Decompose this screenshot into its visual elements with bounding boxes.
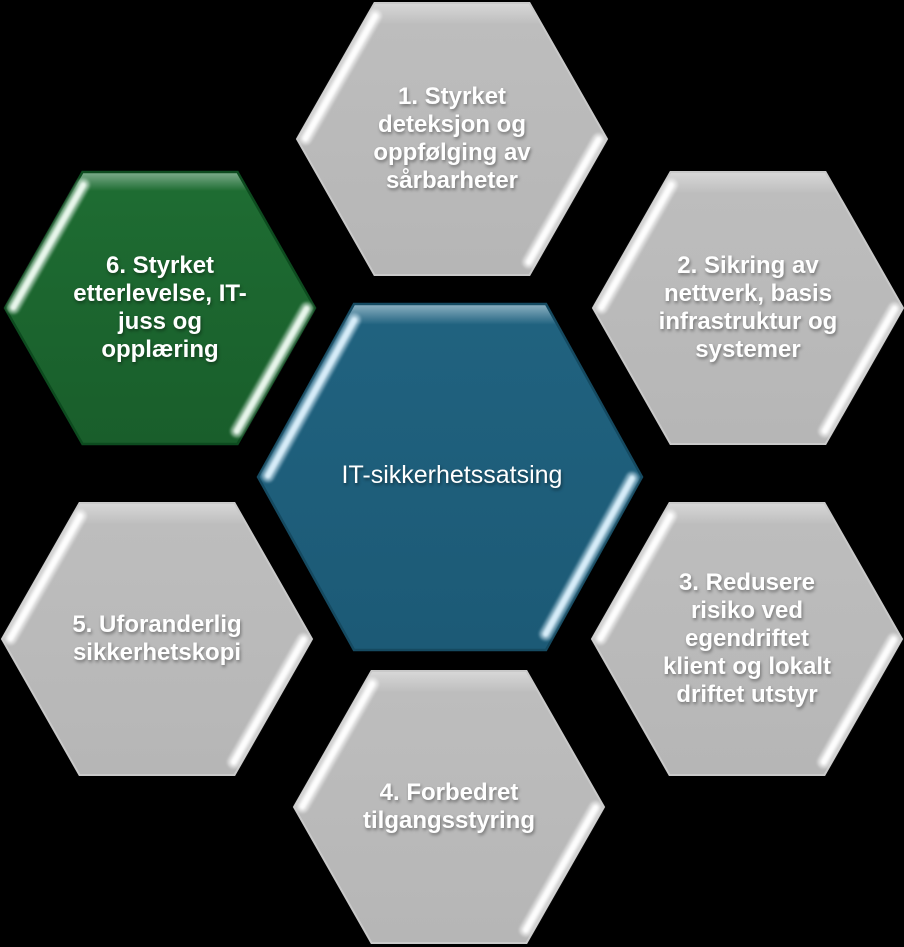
bevel-highlight (233, 305, 310, 435)
hexagon-2 (591, 171, 904, 445)
hexagon-6 (3, 170, 317, 446)
hexagon-4 (292, 670, 606, 944)
hexagon-1 (295, 2, 609, 276)
bevel-highlight (302, 12, 379, 142)
bevel-highlight (525, 136, 602, 266)
hexagon-5 (0, 502, 314, 776)
bevel-highlight (542, 475, 636, 638)
hexagon-center (256, 302, 644, 652)
hexagon-3-shape (590, 502, 904, 776)
hexagon-5-shape (0, 502, 314, 776)
hexagon-3 (590, 502, 904, 776)
bevel-highlight (264, 316, 358, 479)
hexagon-4-shape (292, 670, 606, 944)
bevel-highlight (10, 181, 87, 311)
bevel-highlight (230, 636, 307, 766)
hexagon-center-shape (256, 302, 644, 652)
bevel-highlight (522, 804, 599, 934)
bevel-highlight (299, 680, 376, 810)
hexagon-1-shape (295, 2, 609, 276)
hexagon-6-shape (3, 170, 317, 446)
bevel-highlight (821, 305, 898, 435)
bevel-highlight (597, 512, 674, 642)
bevel-highlight (7, 512, 84, 642)
hexagon-2-shape (591, 171, 904, 445)
bevel-highlight (820, 636, 897, 766)
bevel-highlight (598, 181, 675, 311)
